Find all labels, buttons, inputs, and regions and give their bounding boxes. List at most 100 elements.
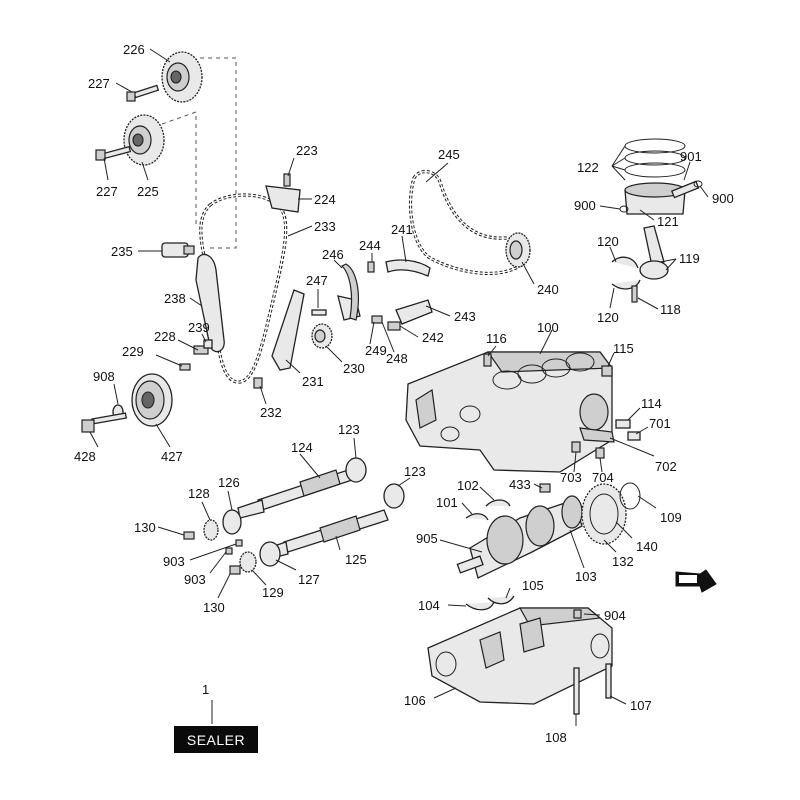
fitting-701 bbox=[627, 431, 641, 441]
crank-bolt-428 bbox=[81, 412, 128, 433]
callout-132: 132 bbox=[612, 554, 634, 569]
callout-249: 249 bbox=[365, 343, 387, 358]
bearing-120-upper bbox=[611, 256, 639, 269]
callout-130-lower: 130 bbox=[203, 600, 225, 615]
callout-427: 427 bbox=[161, 449, 183, 464]
callout-243: 243 bbox=[454, 309, 476, 324]
callout-124: 124 bbox=[291, 440, 313, 455]
bolt-130-lower bbox=[229, 565, 241, 575]
chain-tensioner bbox=[161, 242, 195, 258]
callout-247: 247 bbox=[306, 273, 328, 288]
callout-225: 225 bbox=[137, 184, 159, 199]
callout-238: 238 bbox=[164, 291, 186, 306]
callout-126: 126 bbox=[218, 475, 240, 490]
bearing-123-upper bbox=[345, 457, 367, 483]
callout-107: 107 bbox=[630, 698, 652, 713]
callout-105: 105 bbox=[522, 578, 544, 593]
callout-123-lower: 123 bbox=[404, 464, 426, 479]
bearing-101 bbox=[465, 513, 489, 521]
callout-702: 702 bbox=[655, 459, 677, 474]
camshaft-sprocket-intake bbox=[161, 51, 203, 103]
chain-guide-right bbox=[271, 289, 305, 371]
camshaft-sprocket-exhaust bbox=[123, 114, 165, 166]
upper-chain-guide bbox=[265, 173, 301, 213]
callout-244: 244 bbox=[359, 238, 381, 253]
callout-900-left: 900 bbox=[574, 198, 596, 213]
callout-227-upper: 227 bbox=[88, 76, 110, 91]
callout-901: 901 bbox=[680, 149, 702, 164]
callout-242: 242 bbox=[422, 330, 444, 345]
callout-labels: 226 227 227 225 223 224 233 245 235 241 … bbox=[74, 42, 734, 745]
callout-228: 228 bbox=[154, 329, 176, 344]
bolt-228 bbox=[193, 345, 209, 355]
callout-1: 1 bbox=[202, 682, 209, 697]
callout-103: 103 bbox=[575, 569, 597, 584]
callout-905: 905 bbox=[416, 531, 438, 546]
callout-428: 428 bbox=[74, 449, 96, 464]
callout-122: 122 bbox=[577, 160, 599, 175]
callout-223: 223 bbox=[296, 143, 318, 158]
balance-shaft-upper bbox=[237, 465, 365, 519]
callout-119: 119 bbox=[679, 251, 700, 266]
callout-701: 701 bbox=[649, 416, 671, 431]
bolt-244 bbox=[367, 261, 375, 273]
plug-115 bbox=[601, 365, 613, 377]
bolt-108 bbox=[573, 667, 580, 715]
callout-115: 115 bbox=[613, 341, 634, 356]
gear-127 bbox=[259, 541, 281, 567]
bearing-102 bbox=[485, 499, 511, 507]
callout-900-right: 900 bbox=[712, 191, 734, 206]
bolt-107 bbox=[605, 663, 612, 699]
crankshaft bbox=[456, 495, 583, 579]
callout-703: 703 bbox=[560, 470, 582, 485]
callout-231: 231 bbox=[302, 374, 324, 389]
bolt-239 bbox=[203, 339, 213, 349]
callout-128: 128 bbox=[188, 486, 210, 501]
pin-903-upper bbox=[235, 539, 243, 547]
callout-704: 704 bbox=[592, 470, 614, 485]
callout-125: 125 bbox=[345, 552, 367, 567]
callout-903-upper: 903 bbox=[163, 554, 185, 569]
bolt-229 bbox=[179, 363, 191, 371]
callout-101: 101 bbox=[436, 495, 458, 510]
balance-chain-guide-upper bbox=[385, 259, 431, 277]
callout-240: 240 bbox=[537, 282, 559, 297]
tensioner-shoe bbox=[195, 253, 225, 353]
callout-248: 248 bbox=[386, 351, 408, 366]
plug-116 bbox=[483, 353, 492, 367]
balance-shaft-lower bbox=[261, 509, 389, 561]
piston bbox=[624, 182, 686, 215]
bracket-702 bbox=[579, 427, 615, 443]
callout-230: 230 bbox=[343, 361, 365, 376]
dowel-904 bbox=[573, 609, 582, 619]
callout-433: 433 bbox=[509, 477, 531, 492]
callout-233: 233 bbox=[314, 219, 336, 234]
sealer-label-text: SEALER bbox=[186, 731, 246, 748]
callout-118: 118 bbox=[660, 302, 681, 317]
pin-903-lower bbox=[225, 547, 233, 555]
bearing-105 bbox=[487, 595, 515, 605]
callout-224: 224 bbox=[314, 192, 336, 207]
callout-232: 232 bbox=[260, 405, 282, 420]
bolt-232 bbox=[253, 377, 263, 389]
rear-seal bbox=[619, 482, 641, 510]
crankshaft-sprocket bbox=[311, 323, 333, 349]
callout-904: 904 bbox=[604, 608, 626, 623]
callout-903-lower: 903 bbox=[184, 572, 206, 587]
piston-rings bbox=[624, 138, 686, 178]
callout-100: 100 bbox=[537, 320, 559, 335]
balance-chain-tensioner bbox=[311, 263, 383, 324]
bearing-123-lower bbox=[383, 483, 405, 509]
bolt-704 bbox=[595, 447, 605, 459]
callout-129: 129 bbox=[262, 585, 284, 600]
callout-114: 114 bbox=[641, 396, 662, 411]
callout-127: 127 bbox=[298, 572, 320, 587]
lower-crankcase bbox=[427, 607, 613, 705]
callout-226: 226 bbox=[123, 42, 145, 57]
gear-128 bbox=[203, 519, 219, 541]
callout-239: 239 bbox=[188, 320, 210, 335]
reluctor-ring bbox=[581, 483, 627, 545]
callout-120-lower: 120 bbox=[597, 310, 619, 325]
bolt-703 bbox=[571, 441, 581, 453]
